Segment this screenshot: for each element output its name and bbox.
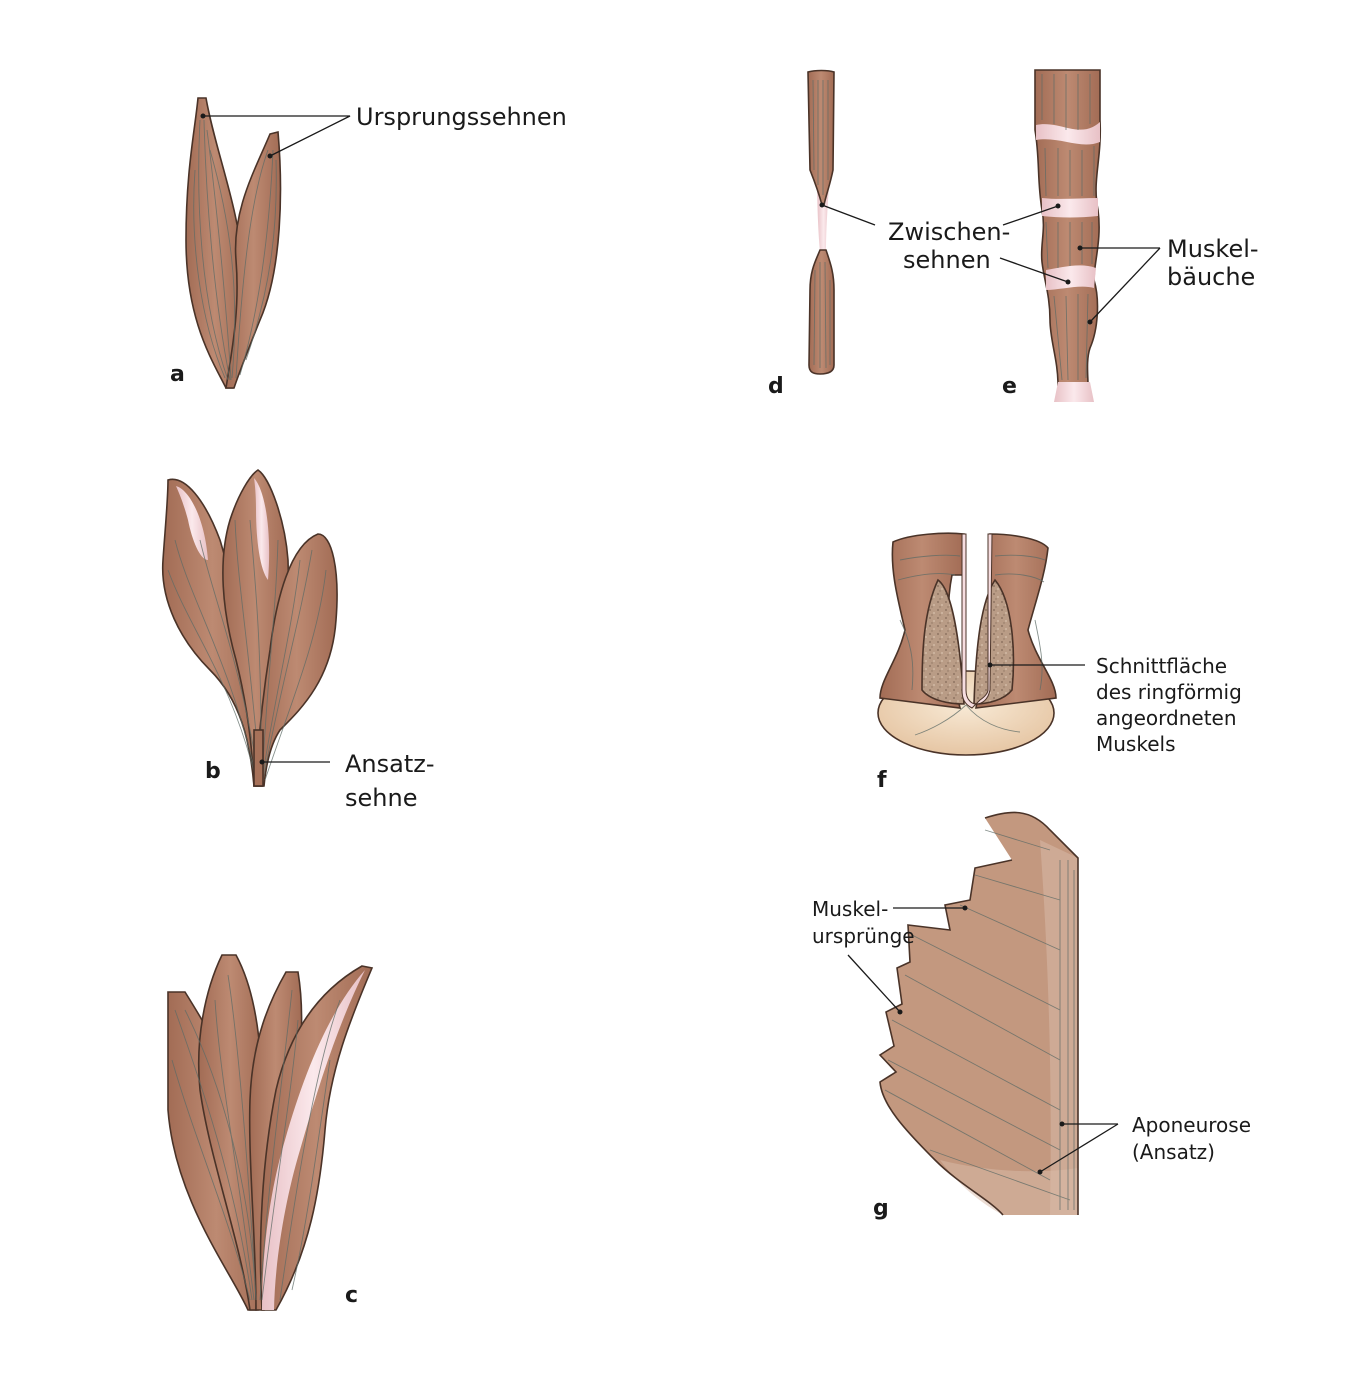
panel-letter-b: b — [205, 759, 221, 784]
panel-f-leader-line — [987, 662, 1085, 668]
label-muskelursprunge-line2: ursprünge — [812, 924, 915, 948]
panel-b-leader-line — [259, 759, 330, 765]
panel-letter-c: c — [345, 1283, 358, 1308]
label-schnittflaeche-line4: Muskels — [1096, 732, 1176, 756]
label-ursprungssehnen: Ursprungssehnen — [356, 103, 567, 131]
panel-f-ring-muscle — [877, 532, 1057, 756]
panel-b-fibers — [167, 519, 327, 781]
label-muskelbaeuche-line1: Muskel- — [1167, 235, 1259, 263]
label-ansatz-line1: Ansatz- — [345, 750, 435, 778]
label-zwischensehnen-line2: sehnen — [903, 246, 991, 274]
panel-letter-f: f — [877, 768, 887, 793]
panel-letter-a: a — [170, 362, 185, 387]
label-ansatz-line2: sehne — [345, 784, 417, 812]
label-aponeurose-line1: Aponeurose — [1132, 1113, 1251, 1137]
label-schnittflaeche-line3: angeordneten — [1096, 706, 1237, 730]
panel-b-multi-headed-muscle — [161, 469, 338, 787]
panel-g-serrated-muscle — [878, 811, 1079, 1216]
panel-g-fibers — [884, 829, 1075, 1210]
panel-a-leader-lines — [200, 113, 351, 159]
label-aponeurose-line2: (Ansatz) — [1132, 1140, 1215, 1164]
panel-de-leader-lines — [819, 202, 1161, 325]
panel-e-fibers — [1041, 74, 1095, 381]
label-schnittflaeche-line2: des ringförmig — [1096, 680, 1242, 704]
label-muskelursprunge-line1: Muskel- — [812, 897, 888, 921]
panel-e-multi-bellied-muscle — [1034, 69, 1102, 402]
panel-a-two-headed-muscle — [185, 97, 282, 389]
panel-c-four-headed-muscle — [167, 954, 374, 1311]
panel-d-fibers — [812, 79, 831, 369]
panel-f-fibers — [897, 554, 1046, 736]
panel-a-fibers — [193, 119, 277, 381]
label-zwischensehnen-line1: Zwischen- — [888, 218, 1010, 246]
panel-d-two-bellied-muscle — [807, 69, 835, 375]
panel-letter-e: e — [1002, 374, 1017, 399]
panel-letter-g: g — [873, 1196, 889, 1221]
label-muskelbaeuche-line2: bäuche — [1167, 263, 1255, 291]
panel-g-leader-lines — [847, 905, 1119, 1175]
panel-letter-d: d — [768, 374, 784, 399]
label-schnittflaeche-line1: Schnittfläche — [1096, 654, 1227, 678]
panel-c-fibers — [171, 974, 341, 1301]
